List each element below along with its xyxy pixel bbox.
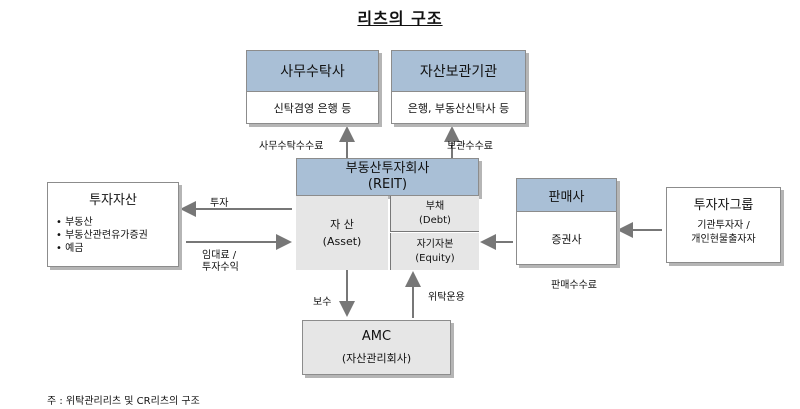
- equity-label: 자기자본: [416, 238, 454, 250]
- office-trustee-examples: 신탁겸영 은행 등: [273, 102, 352, 115]
- seller-name: 판매사: [517, 179, 616, 212]
- footnote: 주 : 위탁관리리츠 및 CR리츠의 구조: [47, 396, 200, 407]
- investor-line2: 개인현물출자자: [691, 234, 756, 245]
- equity-en: (Equity): [415, 252, 455, 264]
- sales-fee-label: 판매수수료: [551, 280, 597, 291]
- investment-assets-title: 투자자산: [89, 193, 137, 208]
- custodian-box: 자산보관기관 은행, 부동산신탁사 등: [391, 50, 526, 124]
- amc-detail: (자산관리회사): [341, 352, 412, 365]
- custodian-examples: 은행, 부동산신탁사 등: [407, 102, 510, 115]
- asset-item: 예금: [56, 242, 170, 255]
- reit-name: 부동산투자회사: [345, 161, 430, 176]
- rent-line1: 임대료 /: [202, 250, 237, 261]
- reit-header: 부동산투자회사 (REIT): [296, 158, 479, 196]
- diagram-title: 리츠의 구조: [357, 9, 443, 28]
- office-trustee-box: 사무수탁사 신탁겸영 은행 등: [246, 50, 379, 124]
- rent-line2: 투자수익: [202, 262, 239, 273]
- seller-box: 판매사 증권사: [516, 178, 617, 265]
- investor-line1: 기관투자자 /: [697, 220, 750, 231]
- equity-cell: 자기자본 (Equity): [390, 233, 479, 270]
- asset-label: 자 산: [330, 218, 354, 231]
- asset-item: 부동산관련유가증권: [56, 229, 170, 242]
- asset-item: 부동산: [56, 216, 170, 229]
- debt-label: 부채: [425, 200, 445, 212]
- entrust-label: 위탁운용: [428, 292, 465, 303]
- office-trustee-name: 사무수탁사: [247, 51, 378, 92]
- rent-label: 임대료 / 투자수익: [202, 250, 239, 274]
- investment-label: 투자: [210, 198, 229, 209]
- debt-cell: 부채 (Debt): [390, 196, 479, 232]
- asset-en: (Asset): [322, 235, 362, 248]
- investor-group-title: 투자자그룹: [693, 198, 754, 213]
- debt-en: (Debt): [419, 214, 451, 226]
- reit-balance-sheet: 자 산 (Asset) 부채 (Debt) 자기자본 (Equity): [296, 196, 479, 270]
- office-fee-label: 사무수탁수수료: [259, 141, 324, 152]
- custodian-name: 자산보관기관: [392, 51, 525, 92]
- investor-group-box: 투자자그룹 기관투자자 / 개인현물출자자: [666, 187, 781, 263]
- custody-fee-label: 보관수수료: [447, 141, 493, 152]
- asset-cell: 자 산 (Asset): [296, 196, 388, 270]
- investment-assets-list: 부동산 부동산관련유가증권 예금: [56, 216, 170, 255]
- investment-assets-box: 투자자산 부동산 부동산관련유가증권 예금: [47, 182, 179, 267]
- reit-abbr: (REIT): [367, 177, 408, 192]
- amc-name: AMC: [361, 329, 392, 344]
- seller-detail: 증권사: [551, 232, 582, 246]
- amc-box: AMC (자산관리회사): [302, 320, 451, 375]
- fee-label: 보수: [313, 297, 332, 308]
